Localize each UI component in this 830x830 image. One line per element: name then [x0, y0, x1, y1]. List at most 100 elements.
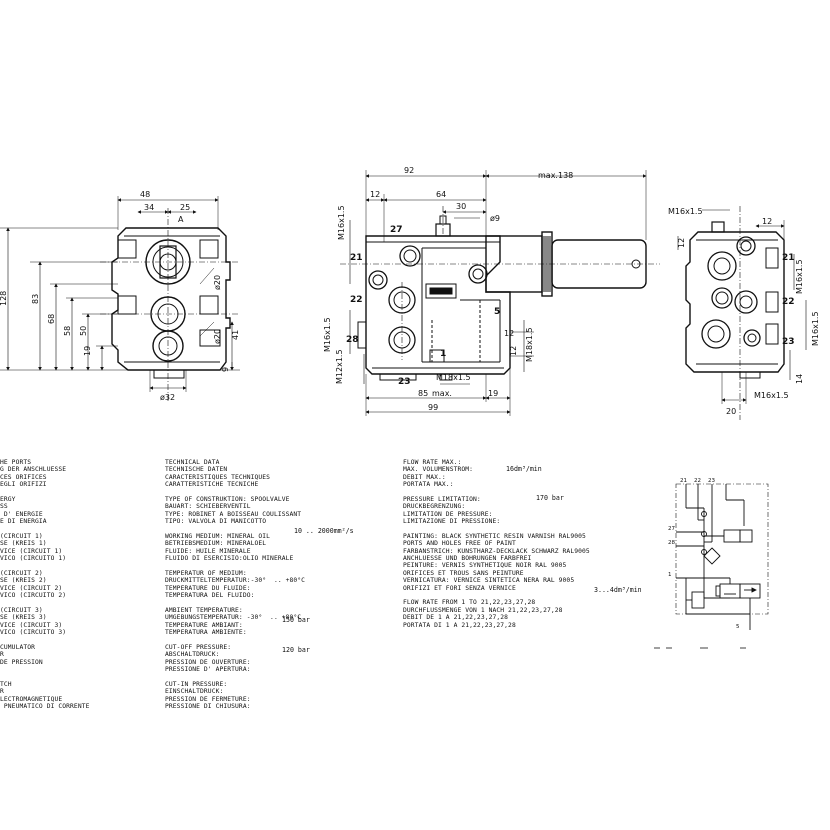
text-mid-line: TYPE OF CONSTRUKTION: SPOOLVALVE	[165, 495, 290, 503]
value-cutin-pressure: 120 bar	[282, 646, 310, 654]
port-label-23-rear: 23	[782, 337, 795, 347]
port-label-5: 5	[494, 307, 500, 317]
text-left-line: SS	[0, 503, 8, 511]
dim-m16-right-a: M16x1.5	[795, 259, 804, 294]
dim-30: 30	[456, 202, 466, 211]
side-view	[0, 196, 240, 402]
schem-port-22: 22	[694, 478, 701, 484]
text-left-line	[0, 666, 90, 673]
rear-view	[677, 206, 807, 420]
value-pressure-limit: 170 bar	[536, 494, 564, 502]
text-left-line	[0, 562, 90, 569]
text-mid-line: CUT-IN PRESSURE:	[165, 680, 228, 688]
dim-20: 20	[726, 407, 736, 416]
dim-12-right: 12	[504, 329, 514, 338]
port-label-1: 1	[440, 349, 446, 359]
text-mid-line	[165, 526, 305, 533]
text-left-line: PNEUMATICO DI CORRENTE	[0, 702, 90, 710]
text-left-line: VICO (CIRCUITO 1)	[0, 555, 67, 563]
text-mid-line: PRESSION DE OUVERTURE:	[165, 658, 251, 666]
dim-12-top: 12	[370, 190, 380, 199]
dim-14: 14	[795, 374, 804, 384]
dim-d20-a: ø20	[213, 275, 222, 290]
text-mid-line	[165, 636, 305, 643]
text-mid-line: TIPO: VALVOLA DI MANICOTTO	[165, 518, 267, 526]
text-mid-line: ABSCHALTDRUCK:	[165, 651, 220, 659]
text-mid-line	[165, 599, 305, 606]
text-left-line: SE (KREIS 2)	[0, 577, 47, 585]
schem-port-1: 1	[668, 572, 672, 578]
port-label-21-rear: 21	[782, 253, 795, 263]
hydraulic-schematic	[675, 483, 769, 630]
schematic-port-labels: 21 22 23 27 28 1 5	[668, 478, 740, 630]
text-mid-line	[165, 489, 305, 496]
side-view-labels: 48 34 25 A 128 83 68 58 50 19 9 41 ø20 ø…	[0, 190, 240, 402]
text-mid-line: CARACTERISTIQUES TECHNIQUES	[165, 473, 271, 481]
text-mid-line: TECHNISCHE DATEN	[165, 466, 228, 474]
text-left-line: R	[0, 651, 4, 659]
text-right-line: DURCHFLUSSMENGE VON 1 NACH 21,22,23,27,2…	[403, 606, 563, 614]
text-mid-line: EINSCHALTDRUCK:	[165, 688, 224, 696]
value-flow-rate: 3...4dm³/min	[594, 586, 642, 594]
text-mid-line: TEMPERATURA DEL FLUIDO:	[165, 592, 255, 600]
text-right-line: ANCHLUESSE UND BOHRUNGEN FARBFREI	[403, 555, 532, 563]
text-left-line: DE PRESSION	[0, 658, 43, 666]
text-left-line: E DI ENERGIA	[0, 518, 47, 526]
port-label-23: 23	[398, 377, 411, 387]
rear-view-labels: M16x1.5 12 12 M16x1.5 M16x1.5 M16x1.5 20…	[668, 207, 820, 416]
text-left-line: R	[0, 688, 4, 696]
port-label-28: 28	[346, 335, 359, 345]
text-column-right: FLOW RATE MAX.:MAX. VOLUMENSTROM:DEBIT M…	[403, 459, 590, 629]
text-right-line: PORTATA MAX.:	[403, 481, 454, 489]
schem-port-5: 5	[736, 624, 740, 630]
text-right-line: ORIFICES ET TROUS SANS PEINTURE	[403, 569, 524, 577]
dim-m16-right-b: M16x1.5	[811, 311, 820, 346]
dim-50: 50	[79, 326, 88, 336]
text-left-line	[0, 526, 90, 533]
text-right-line: FLOW RATE FROM 1 TO 21,22,23,27,28	[403, 599, 536, 607]
dim-12-top: 12	[762, 217, 772, 226]
value-viscosity: 10 .. 2000mm²/s	[294, 527, 354, 535]
text-mid-line: WORKING MEDIUM: MINERAL OIL	[165, 532, 271, 540]
text-left-line	[0, 636, 90, 643]
text-mid-line: DRUCKMITTELTEMPERATUR:-30° .. +80°C	[165, 577, 306, 585]
text-right-line: MAX. VOLUMENSTROM:	[403, 466, 474, 474]
text-mid-line: TEMPERATURE DU FLUIDE:	[165, 584, 251, 592]
dim-m18-bottom: M18x1.5	[436, 373, 471, 382]
text-left-line	[0, 489, 90, 496]
dim-m16-a: M16x1.5	[337, 205, 346, 240]
front-view	[340, 170, 660, 416]
dim-12-left: 12	[677, 238, 686, 248]
dim-12-right-b: 12	[509, 346, 518, 356]
text-left-line: SE (KREIS 3)	[0, 614, 47, 622]
dim-34: 34	[144, 203, 154, 212]
dim-68: 68	[47, 314, 56, 324]
front-view-labels: 92 max.138 12 64 30 ø9 M16x1.5 5 12 M18x…	[323, 166, 573, 412]
value-cutoff-pressure: 150 bar	[282, 616, 310, 624]
text-mid-line: BAUART: SCHIEBERVENTIL	[165, 503, 251, 511]
schem-port-28: 28	[668, 540, 675, 546]
text-mid-line: BETRIEBSMEDIUM: MINERALOEL	[165, 540, 267, 548]
text-right-line: PEINTURE: VERNIS SYNTHETIQUE NOIR RAL 90…	[403, 562, 567, 570]
text-left-line: EGLI ORIFIZI	[0, 481, 47, 489]
dim-48: 48	[140, 190, 150, 199]
text-mid-line: FLUIDO DI ESERCISIO:OLIO MINERALE	[165, 555, 294, 563]
text-right-line: VERNICATURA: VERNICE SINTETICA NERA RAL …	[403, 577, 575, 585]
text-right-line: DRUCKBEGRENZUNG:	[403, 503, 466, 511]
text-mid-line: CUT-OFF PRESSURE:	[165, 643, 232, 651]
dim-d9: ø9	[490, 214, 500, 223]
dim-25: 25	[180, 203, 190, 212]
dim-d32: ø32	[160, 393, 175, 402]
dim-m16-top: M16x1.5	[668, 207, 703, 216]
text-right-line: PRESSURE LIMITATION:	[403, 495, 481, 503]
schem-port-23: 23	[708, 478, 715, 484]
text-right-line	[403, 526, 590, 533]
text-left-line	[0, 673, 90, 680]
dim-58: 58	[63, 326, 72, 336]
text-left-line: (CIRCUIT 1)	[0, 532, 43, 540]
text-right-line: FARBANSTRICH: KUNSTHARZ-DECKLACK SCHWARZ…	[403, 547, 590, 555]
text-mid-line: PRESSIONE DI CHIUSURA:	[165, 702, 251, 710]
dim-m16-bottom: M16x1.5	[754, 391, 789, 400]
text-right-line: DEBIT MAX.:	[403, 473, 446, 481]
